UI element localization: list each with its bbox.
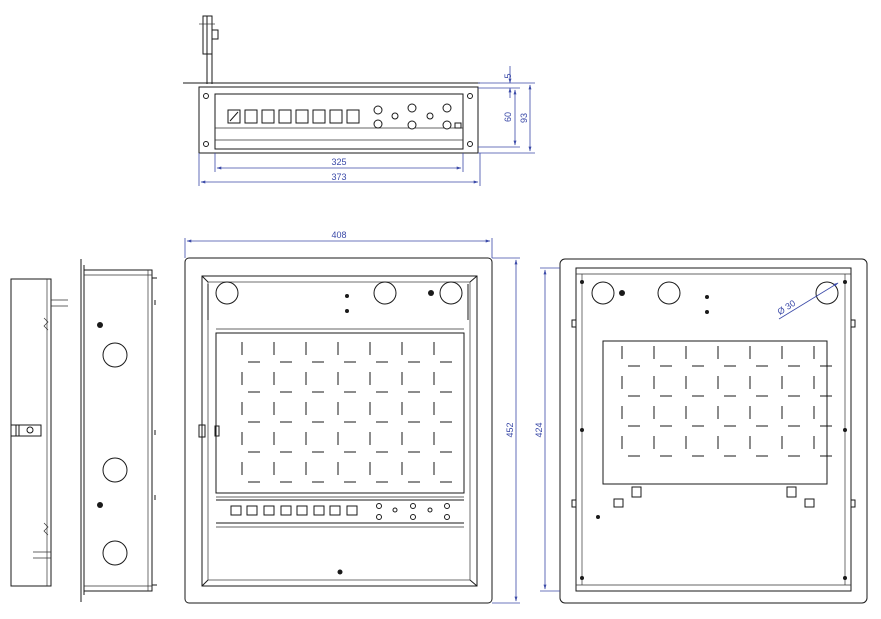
front-slot-grid bbox=[241, 342, 452, 483]
dim-top-width: 373 bbox=[331, 172, 346, 182]
front-outer-frame bbox=[184, 257, 493, 604]
top-bracket bbox=[199, 15, 219, 84]
top-inner-box bbox=[214, 93, 464, 150]
dim-top-inner-width: 325 bbox=[331, 157, 346, 167]
side-hinge bbox=[10, 424, 42, 437]
front-module-row bbox=[230, 505, 358, 516]
top-module-row bbox=[227, 109, 360, 124]
dim-top-offset: 5 bbox=[503, 73, 513, 78]
side-knockout-middle bbox=[102, 457, 128, 483]
side-knockout-bottom bbox=[102, 540, 128, 566]
back-mounting-plate bbox=[602, 340, 828, 485]
front-view: 408 452 bbox=[184, 230, 520, 604]
dim-top-inner-height: 60 bbox=[503, 112, 513, 122]
back-knockout-d30 bbox=[815, 281, 839, 305]
front-mounting-plate bbox=[215, 332, 465, 494]
back-outer-frame bbox=[559, 258, 868, 604]
side-knockout-top bbox=[102, 342, 128, 368]
top-round-holes bbox=[373, 103, 452, 130]
back-inner-frame bbox=[575, 267, 852, 592]
back-view: Ø 30 424 bbox=[534, 258, 868, 604]
dim-front-height: 452 bbox=[505, 422, 515, 437]
top-view: 5 60 93 325 373 bbox=[183, 15, 535, 186]
back-slot-grid bbox=[621, 346, 832, 457]
front-inner-frame bbox=[201, 275, 478, 587]
dim-front-width: 408 bbox=[331, 230, 346, 240]
dim-back-height: 424 bbox=[534, 422, 544, 437]
dim-top-height: 93 bbox=[519, 113, 529, 123]
front-round-holes bbox=[376, 503, 450, 520]
top-outer-box bbox=[198, 86, 479, 154]
side-view bbox=[10, 259, 157, 602]
top-dimensions: 5 60 93 325 373 bbox=[198, 66, 535, 186]
